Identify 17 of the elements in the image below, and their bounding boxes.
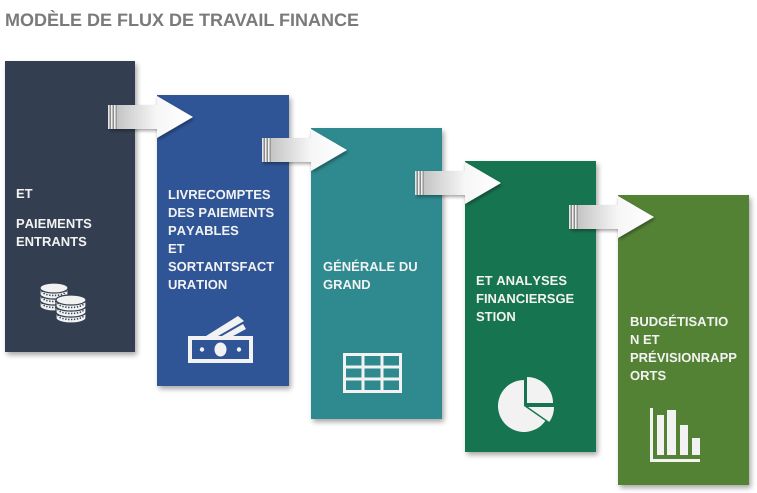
step-label: GÉNÉRALE DU GRAND — [323, 258, 419, 294]
process-box — [618, 195, 749, 485]
process-box — [157, 95, 289, 386]
block-arrow — [108, 96, 193, 138]
step-label: ET — [16, 185, 34, 203]
block-arrow — [415, 162, 501, 204]
block-arrow — [569, 196, 654, 238]
process-box — [311, 128, 442, 419]
step-label: ET SORTANTSFACTURATION — [168, 240, 276, 294]
step-label: ET ANALYSES FINANCIERSGESTION — [476, 272, 576, 326]
step-label: LIVRECOMPTES DES PAIEMENTS PAYABLES — [168, 186, 276, 240]
diagram-title: MODÈLE DE FLUX DE TRAVAIL FINANCE — [5, 9, 360, 31]
step-label: BUDGÉTISATION ET PRÉVISIONRAPPORTS — [630, 313, 738, 385]
process-box — [465, 161, 596, 452]
step-label: PAIEMENTS ENTRANTS — [16, 215, 93, 251]
process-box — [5, 61, 135, 352]
block-arrow — [262, 129, 347, 171]
